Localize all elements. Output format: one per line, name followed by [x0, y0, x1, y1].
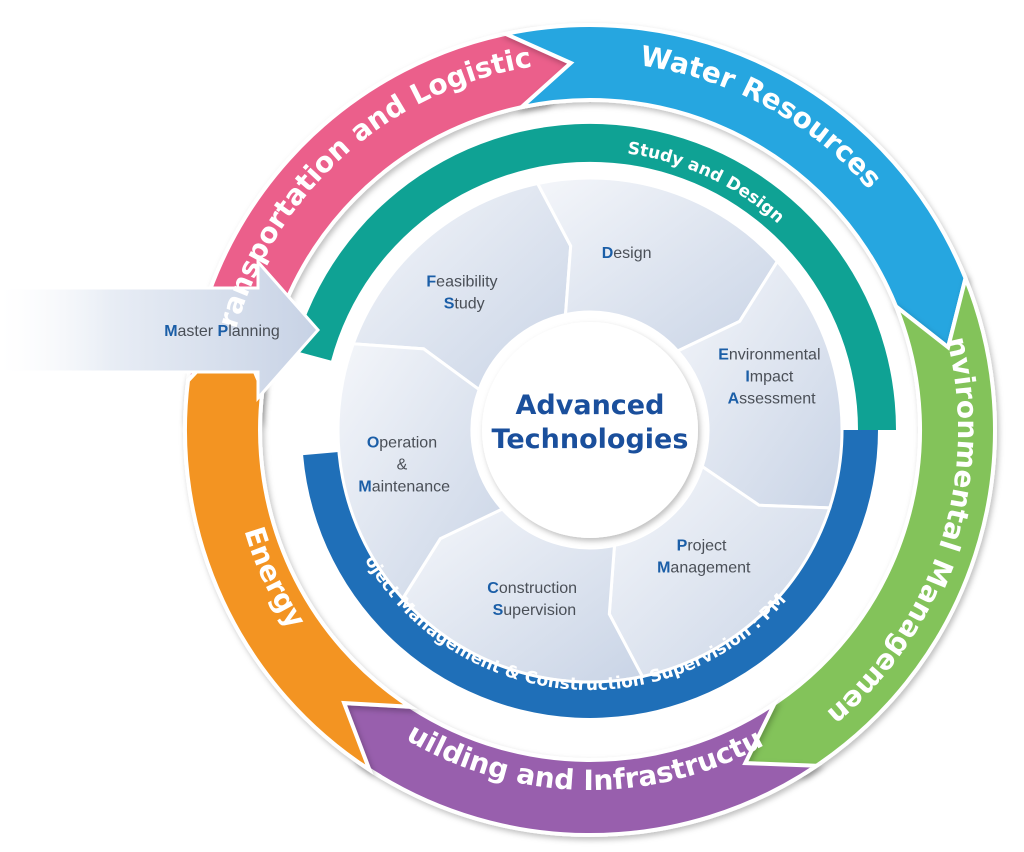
master-planning-arrow: [0, 258, 321, 402]
phase-segment-operation-maintenance: [336, 342, 505, 602]
phase-label-construction-supervision: Construction Supervision: [487, 580, 581, 619]
phase-label-project-management: Project Management: [657, 537, 751, 576]
pmsc-ring: [303, 430, 879, 718]
phase-label-design: Design: [602, 245, 652, 262]
center-circle: [482, 322, 698, 538]
center-title-line2: Technologies: [492, 424, 689, 455]
phase-label-eia: Environmental Impact Assessment: [718, 346, 825, 407]
phase-segments: [336, 176, 844, 684]
outer-sector-ring: [182, 23, 997, 838]
phase-label-feasibility: Feasibility Study: [426, 273, 502, 312]
entry-label: Master Planning: [164, 323, 280, 340]
phase-label-operation-maintenance: Operation & Maintenance: [358, 435, 450, 496]
study-design-ring: [294, 123, 896, 431]
center-title-line1: Advanced: [516, 390, 665, 421]
